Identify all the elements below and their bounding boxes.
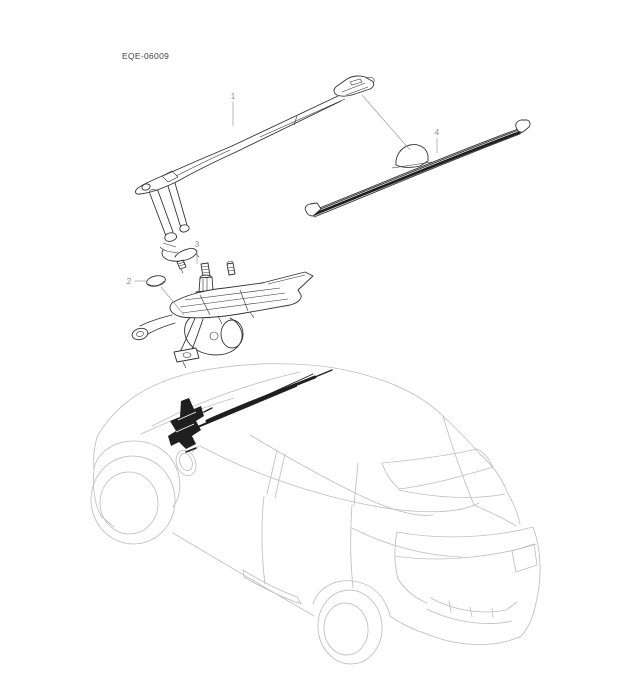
installed-wiper-highlight (168, 369, 333, 453)
wiper-arm-drawing (135, 75, 375, 274)
rear-window (381, 448, 494, 490)
callout-4-wiper-blade: 4 (435, 128, 440, 137)
vehicle-outline (90, 363, 541, 665)
pivot-cap-drawing (146, 275, 166, 287)
blade-connector (395, 144, 429, 168)
callout-3-motor-assembly: 3 (195, 240, 200, 249)
callout-2-pivot-cap: 2 (127, 277, 132, 286)
callout-leader-lines (135, 94, 438, 316)
diagram-code: EQE-06009 (122, 51, 170, 61)
wiper-blade-drawing (304, 119, 531, 218)
wiper-motor-assembly-drawing (131, 260, 314, 369)
callout-1-wiper-arm: 1 (231, 92, 236, 101)
front-wheel (90, 455, 176, 545)
rear-wheel (317, 589, 383, 665)
side-mirror (175, 445, 200, 477)
